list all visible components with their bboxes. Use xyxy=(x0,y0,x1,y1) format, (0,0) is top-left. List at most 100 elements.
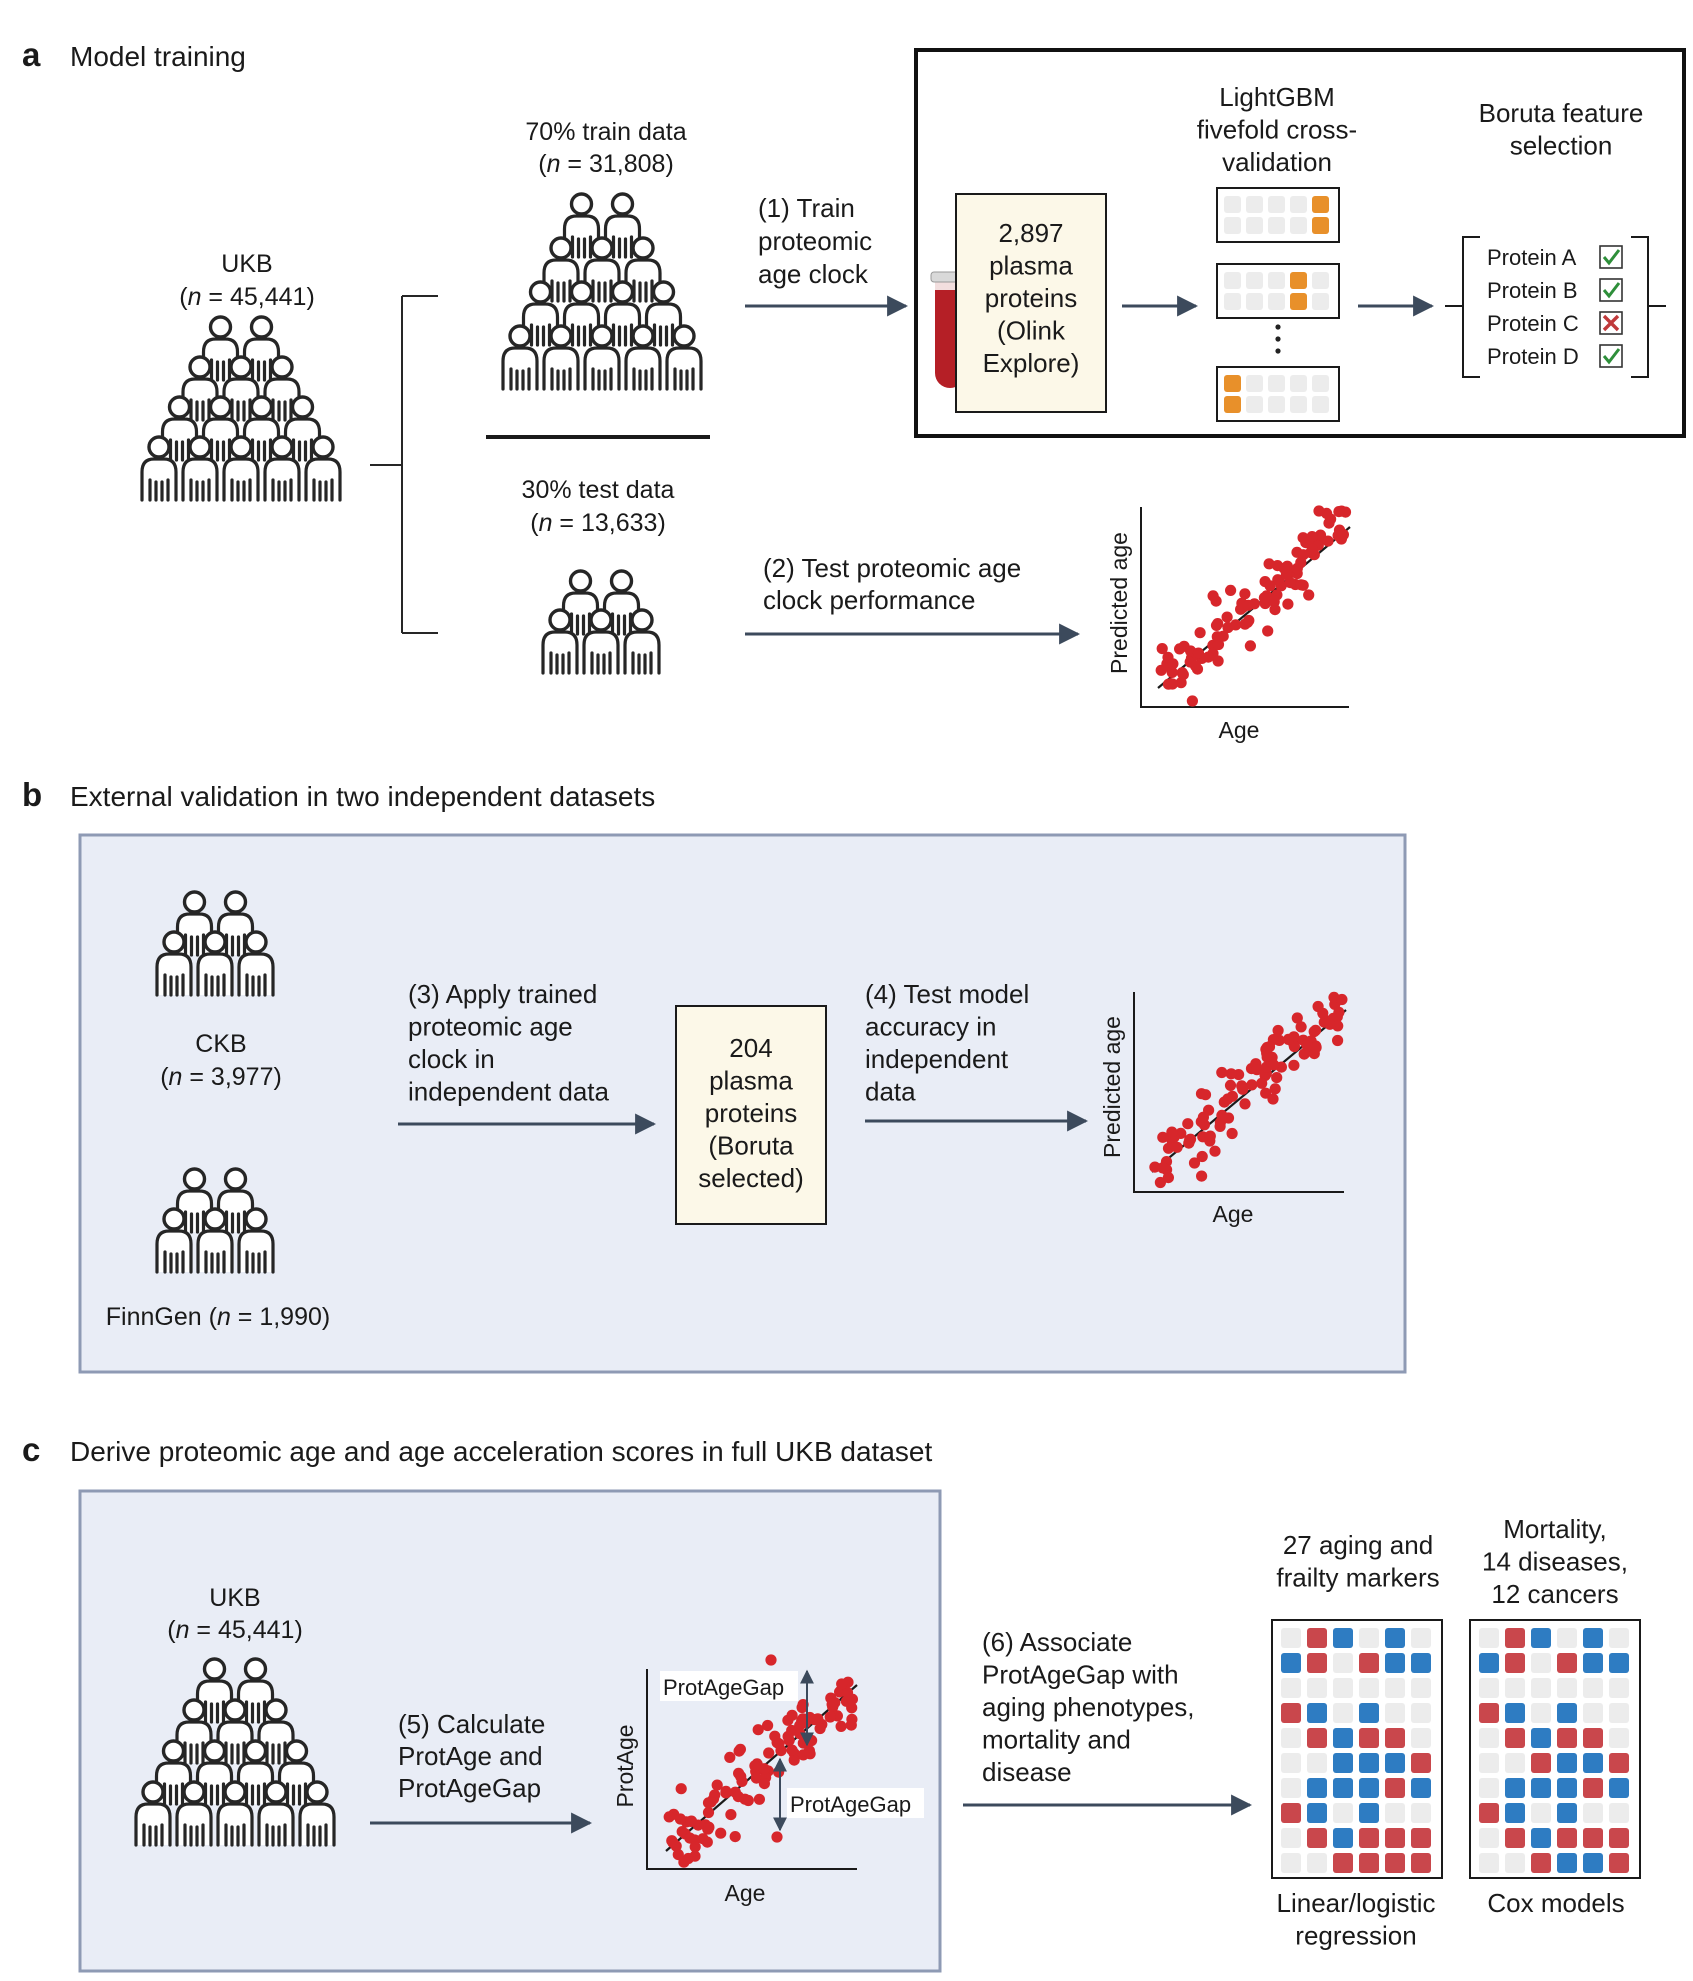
scatter-dot xyxy=(732,1791,744,1803)
cv-fold-cell xyxy=(1246,196,1263,213)
scatter-dot xyxy=(1214,1120,1226,1132)
train-crowd-icon xyxy=(501,192,703,391)
association-cell xyxy=(1333,1803,1353,1823)
test-label: 30% test data xyxy=(522,476,675,504)
selected-check-icon xyxy=(1598,244,1624,270)
scatter-dot xyxy=(1216,1109,1228,1121)
association-cell xyxy=(1531,1628,1551,1648)
association-cell xyxy=(1359,1728,1379,1748)
cv-fold-cell xyxy=(1290,375,1307,392)
ukb-n: (n = 45,441) xyxy=(179,283,315,311)
association-cell xyxy=(1411,1628,1431,1648)
scatter-dot xyxy=(752,1724,764,1736)
scatter-dot xyxy=(1167,658,1179,670)
scatter-dot xyxy=(1314,529,1327,541)
association-cell xyxy=(1557,1828,1577,1848)
scatter-dot xyxy=(763,1747,775,1759)
cv-fold-cell xyxy=(1246,217,1263,234)
cv-fold-cell xyxy=(1268,396,1285,413)
scatter-dot xyxy=(1267,1093,1279,1105)
association-cell xyxy=(1333,1778,1353,1798)
association-cell xyxy=(1307,1753,1327,1773)
cv-fold-grids xyxy=(1216,187,1340,422)
cv-fold-cell xyxy=(1224,375,1241,392)
cv-fold-cell xyxy=(1268,196,1285,213)
test-n: (n = 13,633) xyxy=(530,509,666,537)
scatter-dot xyxy=(705,1796,717,1808)
scatter-dot xyxy=(1211,631,1223,643)
association-cell xyxy=(1385,1703,1405,1723)
scatter-dot xyxy=(1244,640,1256,652)
association-cell xyxy=(1557,1753,1577,1773)
association-cell xyxy=(1411,1653,1431,1673)
scatter-dot xyxy=(1237,1083,1249,1095)
boruta-protein-label: Protein B xyxy=(1487,278,1578,303)
cv-fold-cell xyxy=(1224,293,1241,310)
scatter-dot xyxy=(1166,678,1178,690)
association-cell xyxy=(1557,1653,1577,1673)
cv-fold-cell xyxy=(1246,293,1263,310)
text-line: aging phenotypes, xyxy=(982,1692,1195,1722)
panel-a: a Model training UKB (n = 45,441) 70% tr… xyxy=(22,36,1686,743)
association-cell xyxy=(1359,1803,1379,1823)
scatter-dot xyxy=(1269,604,1281,616)
association-cell xyxy=(1557,1628,1577,1648)
text-line: selected) xyxy=(698,1163,804,1193)
association-cell xyxy=(1359,1703,1379,1723)
cv-fold-cell xyxy=(1312,375,1329,392)
association-cell xyxy=(1557,1853,1577,1873)
scatter-dot xyxy=(1203,1104,1215,1116)
selected-check-icon xyxy=(1598,277,1624,303)
scatter-dot xyxy=(702,1806,715,1819)
scatter-dot xyxy=(1222,1093,1234,1105)
association-cell xyxy=(1505,1853,1525,1873)
association-cell xyxy=(1411,1678,1431,1698)
scatter-dot xyxy=(1263,558,1275,570)
association-cell xyxy=(1583,1753,1603,1773)
association-cell xyxy=(1359,1628,1379,1648)
ukb-c-label: UKB xyxy=(209,1584,260,1612)
scatter-dot xyxy=(720,1785,732,1797)
cv-fold-cell xyxy=(1290,396,1307,413)
scatter-dot xyxy=(1263,1041,1276,1053)
association-cell xyxy=(1479,1653,1499,1673)
association-cell xyxy=(1479,1853,1499,1873)
scatter-dot xyxy=(1226,1127,1238,1140)
association-cell xyxy=(1505,1728,1525,1748)
association-cell xyxy=(1609,1803,1629,1823)
association-cell xyxy=(1531,1753,1551,1773)
association-cell xyxy=(1385,1778,1405,1798)
scatter-dot xyxy=(1182,1118,1194,1130)
text-line: clock performance xyxy=(763,585,975,615)
scatter-dot xyxy=(1310,1024,1322,1036)
cv-fold-cell xyxy=(1268,375,1285,392)
text-line: (6) Associate xyxy=(982,1627,1132,1657)
association-cell xyxy=(1333,1678,1353,1698)
scatter-dot xyxy=(773,1738,785,1750)
association-cell xyxy=(1479,1703,1499,1723)
panel-b: b External validation in two independent… xyxy=(22,776,1407,1374)
scatter-dot xyxy=(711,1779,723,1791)
text-line: Mortality, xyxy=(1503,1514,1607,1544)
scatter-dot xyxy=(1271,1072,1283,1084)
association-cell xyxy=(1609,1678,1629,1698)
association-grid-1 xyxy=(1281,1628,1431,1873)
text-line: (Olink xyxy=(997,316,1066,346)
association-cell xyxy=(1479,1728,1499,1748)
scatter-dot xyxy=(1188,1157,1201,1169)
association-cell xyxy=(1411,1828,1431,1848)
scatter-dot xyxy=(685,1815,698,1827)
ckb-label: CKB xyxy=(195,1030,246,1058)
association-cell xyxy=(1385,1628,1405,1648)
protage-ylabel: ProtAge xyxy=(612,1724,638,1807)
scatter-dot xyxy=(1297,549,1309,561)
scatter-dot xyxy=(1239,1098,1251,1110)
association-cell xyxy=(1583,1853,1603,1873)
scatter-dot xyxy=(783,1734,795,1746)
scatter-dot xyxy=(1207,590,1219,602)
